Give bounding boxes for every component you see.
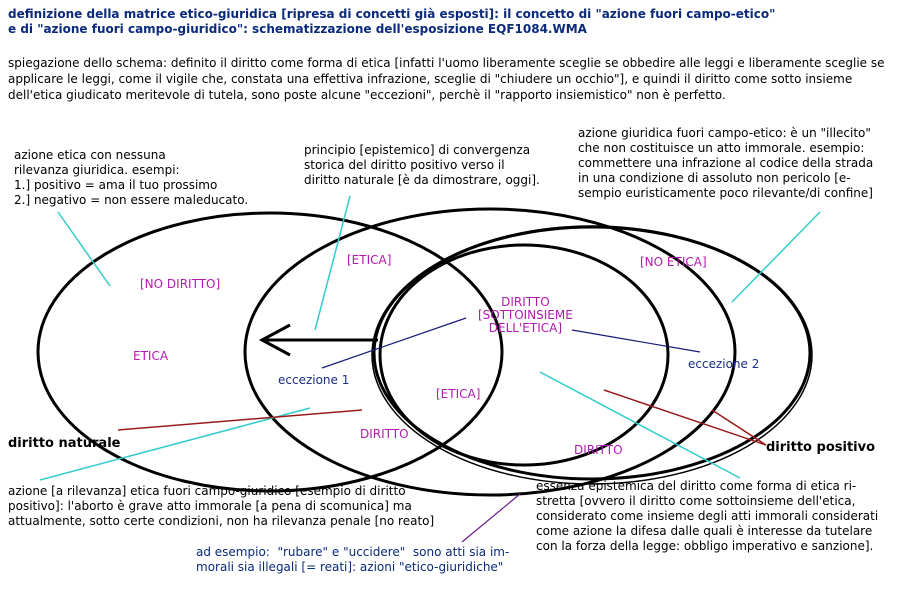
intro-text: spiegazione dello schema: definito il di… bbox=[8, 56, 885, 102]
ellipse-diritto-positivo bbox=[372, 225, 812, 481]
pointer-diritto-positivo-1 bbox=[603, 389, 767, 446]
pointer-eccezione1 bbox=[321, 317, 467, 369]
label-diritto-positivo: diritto positivo bbox=[766, 440, 876, 455]
label-diritto-left: DIRITTO bbox=[360, 427, 409, 441]
ellipse-diritto-sottoinsieme bbox=[378, 243, 670, 467]
label-diritto-bottom: DIRITTO bbox=[574, 443, 623, 457]
pointer-principio bbox=[314, 195, 351, 331]
convergence-arrow-head bbox=[258, 323, 291, 357]
note-ad-esempio: ad esempio: "rubare" e "uccidere" sono a… bbox=[196, 545, 510, 574]
ellipse-diritto-naturale bbox=[243, 207, 737, 497]
ellipse-diritto-positivo-outline bbox=[371, 225, 813, 485]
pointer-diritto-naturale bbox=[117, 409, 363, 431]
label-eccezione1: eccezione 1 bbox=[278, 373, 350, 387]
pointer-azione-rilevanza bbox=[39, 407, 311, 481]
pointer-diritto-positivo-2 bbox=[711, 409, 767, 446]
pointer-essenza bbox=[539, 371, 741, 479]
label-etica-top: [ETICA] bbox=[347, 253, 392, 267]
label-no-etica: [NO ETICA] bbox=[640, 255, 707, 269]
pointer-eccezione2 bbox=[571, 329, 701, 353]
pointer-azione-etica bbox=[57, 211, 111, 287]
note-essenza: essenza epistemica del diritto come form… bbox=[536, 479, 879, 553]
note-azione-rilevanza: azione [a rilevanza] etica fuori campo-g… bbox=[8, 484, 435, 528]
pointer-azione-giuridica bbox=[731, 211, 821, 303]
label-diritto-sottoinsieme: DIRITTO [SOTTOINSIEME DELL'ETICA] bbox=[478, 295, 573, 335]
label-etica-left: ETICA bbox=[133, 349, 169, 363]
note-principio: principio [epistemico] di convergenza st… bbox=[304, 143, 540, 187]
label-no-diritto: [NO DIRITTO] bbox=[140, 277, 221, 291]
label-etica-center: [ETICA] bbox=[436, 387, 481, 401]
note-azione-etica: azione etica con nessuna rilevanza giuri… bbox=[14, 148, 249, 207]
label-diritto-naturale: diritto naturale bbox=[8, 436, 121, 451]
ellipse-etica bbox=[36, 211, 504, 493]
label-eccezione2: eccezione 2 bbox=[688, 357, 760, 371]
pointer-ad-esempio bbox=[461, 493, 521, 543]
title-line1: definizione della matrice etico-giuridic… bbox=[8, 7, 776, 21]
note-azione-giuridica: azione giuridica fuori campo-etico: è un… bbox=[578, 126, 874, 200]
title-line2: e di "azione fuori campo-giuridico": sch… bbox=[8, 22, 587, 36]
